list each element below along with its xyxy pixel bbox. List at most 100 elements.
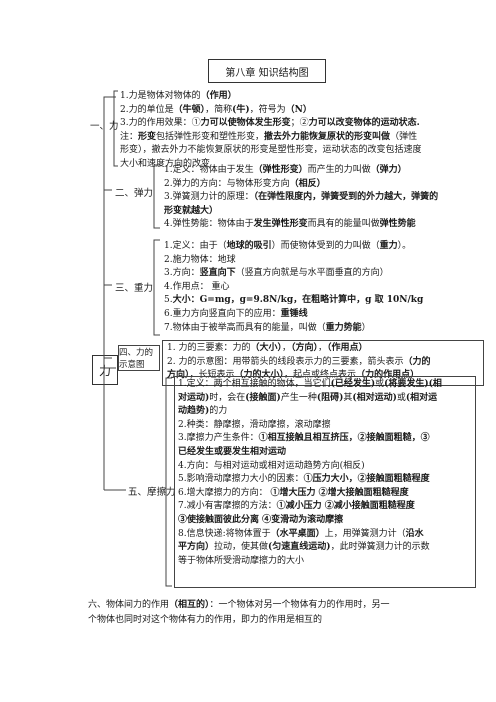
bold-text-run: 方向） [167, 370, 190, 381]
text-run: 4.弹性势能：物体由于 [164, 219, 254, 230]
text-run: 时，会在 [209, 392, 246, 403]
content-line: 大小和速度方向的改变 [120, 158, 422, 172]
text-run: 7.物体由于被举高而具有的能量，叫做（ [164, 322, 326, 333]
content-line: 1.定义：两个相互接触的物体，当它们(已经发生)或(将要发生)(相 [178, 378, 472, 392]
bold-text-run: (接触面) [245, 392, 281, 403]
text-run: 上，用弹簧测力计（ [324, 528, 406, 539]
content-line: 等于物体所受滑动摩擦力的大小 [178, 555, 472, 569]
bold-text-run: (相对运 [405, 392, 438, 403]
bold-text-run: 力可以改变物体的运动状态. [308, 118, 420, 129]
content-line: 个物体也同时对这个物体有力的作用，即力的作用是相互的 [88, 613, 390, 628]
brace-s5 [165, 377, 172, 587]
section-label-elastic: 二、弹力 [115, 188, 154, 199]
bold-text-run: 重力 [379, 241, 398, 251]
bold-text-run: ①减小压力 ②减小接触面粗糙程度 [276, 501, 415, 512]
content-line: 7.物体由于被举高而具有的能量，叫做（重力势能） [164, 322, 423, 336]
text-run: （竖直方向就是与水平面垂直的方向） [235, 268, 389, 279]
content-line: 3.摩擦力产生条件：①相互接触且相互挤压，②接触面粗糙，③ [178, 432, 472, 446]
text-run: 形变），撤去外力不能恢复原状的形变是塑性形变，运动状态的改变包括速度 [120, 145, 422, 156]
text-run: 1. 力的三要素：力的 [167, 343, 251, 353]
bold-text-run: （在弹性限度内，弹簧受到的外力越大，弹簧的 [253, 192, 439, 203]
content-line: 3.方向：竖直向下（竖直方向就是与水平面垂直的方向） [164, 267, 423, 281]
bold-text-run: 力可以使物体发生形变 [200, 118, 291, 129]
text-run: 注： [120, 131, 139, 142]
bold-text-run: 动趋势) [178, 406, 210, 417]
text-run: 1.力是物体对物体的 [120, 91, 201, 101]
content-line: 4.方向：与相对运动或相对运动趋势方向(相反) [178, 460, 472, 474]
bold-text-run: 重力势能 [325, 322, 362, 333]
content-line: 注：形变包括弹性形变和塑性形变，撤去外力能恢复原状的形变叫做（弹性 [120, 131, 422, 145]
bold-text-run: ③使接触面彼此分离 ④变滑动为滚动摩擦 [178, 514, 344, 525]
text-run: 大小和速度方向的改变 [120, 158, 211, 169]
main-spine [103, 96, 116, 369]
section-force-content: 1.力是物体对物体的（作用） 2.力的单位是（牛顿），简称(牛)，符号为（N） … [120, 90, 422, 172]
text-run: 等于物体所受滑动摩擦力的大小 [178, 555, 305, 566]
section-label-diagram: 四、力的示意图 [118, 345, 160, 371]
section-diagram-content: 1. 力的三要素：力的（大小），（方向），（作用点） 2. 力的示意图：用带箭头… [162, 340, 484, 386]
text-run: 6.增大摩擦力的方向： [178, 487, 271, 498]
section-friction-content: 1.定义：两个相互接触的物体，当它们(已经发生)或(将要发生)(相 对运动)时，… [174, 376, 476, 588]
content-line: 4.作用点： 重心 [164, 281, 423, 295]
page-title: 第八章 知识结构图 [208, 59, 326, 83]
content-line: 4.弹性势能：物体由于发生弹性形变而具有的能量叫做弹性势能 [164, 218, 438, 232]
text-run: ， [281, 343, 291, 353]
text-run: 1.定义：两个相互接触的物体，当它们 [178, 379, 331, 389]
bold-text-run: (匀速直线运动) [268, 542, 331, 553]
text-run: 产生一种 [280, 392, 317, 403]
text-run: 8.信息快递:将物体置于 [178, 528, 271, 539]
text-run: ）。 [397, 241, 412, 251]
bold-text-run: (牛) [232, 104, 250, 115]
text-run: 6.重力方向竖直向下的应用： [164, 308, 281, 319]
text-run: 六、物体间力的作用 [88, 600, 170, 610]
content-line: 平方向）拉动，使其做(匀速直线运动)，此时弹簧测力计的示数 [178, 541, 472, 555]
bold-text-run: 弹性势能 [379, 219, 416, 230]
bold-text-run: （力的作用点） [356, 370, 420, 381]
bold-text-run: （力的 [403, 356, 431, 367]
bold-text-run: （大小） [250, 343, 282, 353]
bold-text-run: 竖直向下 [199, 268, 236, 279]
text-run: 2. 力的示意图：用带箭头的线段表示力的三要素，箭头表示 [167, 356, 404, 367]
text-run: 2.施力物体：地球 [164, 254, 236, 265]
text-run: 或 [375, 379, 385, 389]
bold-text-run: ①增大压力 ②增大接触面粗糙程度 [270, 487, 409, 498]
bold-text-run: （水平桌面） [270, 528, 325, 539]
text-run: ，此时弹簧测力计的示数 [330, 542, 430, 553]
text-run: ；② [290, 118, 309, 129]
text-run: 3.力的作用效果：① [120, 118, 201, 129]
content-line: 2. 力的示意图：用带箭头的线段表示力的三要素，箭头表示（力的 [167, 356, 479, 370]
text-run: 包括弹性形变和塑性形变， [156, 131, 265, 142]
text-run: 4.作用点： 重心 [164, 281, 230, 292]
content-line: 5.大小：G=mg，g=9.8N/kg，在粗略计算中，g 取 10N/kg [164, 294, 423, 308]
bold-text-run: 发生弹性形变 [253, 219, 308, 230]
content-line: 3.弹簧测力计的原理：（在弹性限度内，弹簧受到的外力越大，弹簧的 [164, 191, 438, 205]
bold-text-run: 大小：G=mg，g=9.8N/kg，在粗略计算中，g 取 10N/kg [172, 295, 424, 306]
text-run: 而具有的能量叫做 [307, 219, 380, 230]
content-line: 对运动)时，会在(接触面)产生一种(阻碍)其(相对运动)或(相对运 [178, 392, 472, 406]
text-run: ，符号为 [249, 104, 286, 115]
text-run: 3.方向： [164, 268, 200, 279]
bold-text-run: (相对运动) [352, 392, 397, 403]
brace-s1 [113, 90, 118, 167]
bold-text-run: (已经发生) [330, 379, 376, 389]
bold-text-run: 形变 [138, 131, 157, 142]
text-run: （弹性 [390, 131, 418, 142]
section-elastic-content: 1.定义：物体由于发生（弹性形变）而产生的力叫做（弹力） 2.弹力的方向：与物体… [164, 164, 438, 232]
text-run: 的力 [209, 406, 228, 417]
text-run: 或 [396, 392, 406, 403]
content-line: 5.影响滑动摩擦力大小的因素：①压力大小，②接触面粗糙程度 [178, 473, 472, 487]
bold-text-run: ①相互接触且相互挤压，②接触面粗糙，③ [258, 433, 430, 444]
content-line: 2.种类：静摩擦，滑动摩擦，滚动摩擦 [178, 419, 472, 433]
text-run: 个物体也同时对这个物体有力的作用，即力的作用是相互的 [88, 615, 323, 625]
text-run: 5. [164, 295, 173, 306]
bold-text-run: （弹性形变） [253, 165, 308, 175]
text-run: 3.弹簧测力计的原理： [164, 192, 254, 203]
content-line: 1.定义：由于（地球的吸引）而使物体受到的力叫做（重力）。 [164, 240, 423, 254]
text-run: ） [361, 322, 371, 333]
text-run: ， [318, 343, 328, 353]
text-run: 3.摩擦力产生条件： [178, 433, 259, 444]
text-run: 其 [343, 392, 353, 403]
content-line: 6.增大摩擦力的方向： ①增大压力 ②增大接触面粗糙程度 [178, 487, 472, 501]
bold-text-run: 对运动) [178, 392, 210, 403]
bold-text-run: （相互的） [169, 600, 210, 610]
